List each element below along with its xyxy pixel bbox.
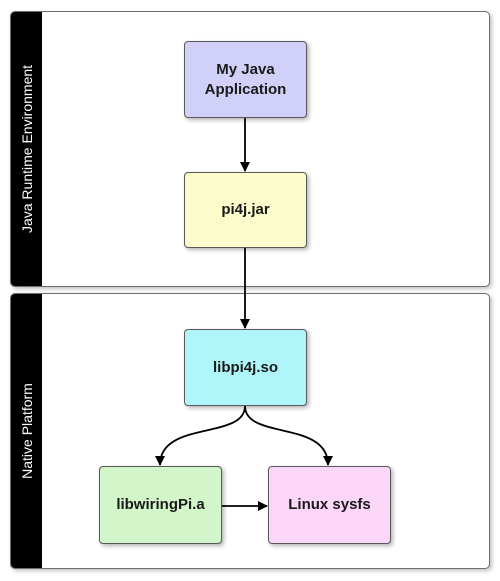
linux-sysfs-label: Linux sysfs — [288, 496, 371, 514]
libpi4j-so-node: libpi4j.so — [184, 329, 307, 406]
my-java-application-label: My Java Application — [204, 61, 287, 98]
pi4j-jar-node: pi4j.jar — [184, 172, 307, 248]
libwiringpi-a-label: libwiringPi.a — [116, 496, 205, 514]
arrow-so-to-sysfs — [244, 405, 333, 466]
libwiringpi-a-node: libwiringPi.a — [99, 466, 222, 544]
jre-lane-header: Java Runtime Environment — [11, 12, 42, 286]
linux-sysfs-node: Linux sysfs — [268, 466, 391, 544]
pi4j-jar-label: pi4j.jar — [221, 201, 270, 219]
arrow-so-to-wiring — [155, 405, 246, 466]
libpi4j-so-label: libpi4j.so — [212, 358, 278, 376]
native-lane-header: Native Platform — [11, 294, 42, 568]
my-java-application-node: My Java Application — [184, 41, 307, 118]
